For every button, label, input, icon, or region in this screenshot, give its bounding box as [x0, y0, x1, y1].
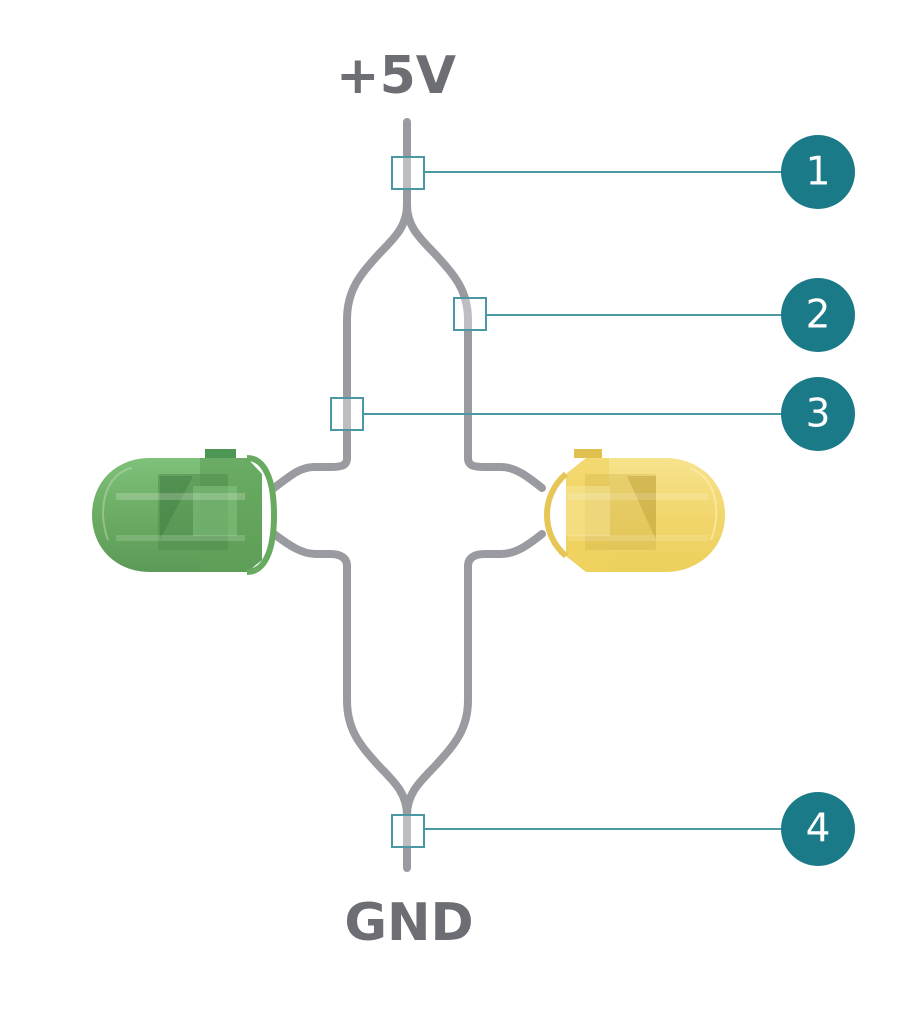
left-led-cathode-lead [270, 530, 351, 704]
left-led-anode-lead [270, 454, 351, 492]
callout-3: 3 [330, 377, 855, 451]
callout-2: 2 [453, 278, 855, 352]
callout-number-3: 3 [806, 392, 831, 437]
callout-badge-3 [781, 377, 855, 451]
supply-label: +5V [336, 46, 456, 106]
callout-badge-2 [781, 278, 855, 352]
probe-box-4 [391, 814, 425, 848]
ground-branch-right [403, 696, 472, 819]
ground-label: GND [344, 893, 473, 953]
callout-number-2: 2 [806, 293, 831, 338]
circuit-wires [270, 118, 546, 872]
supply-branch-right [403, 201, 472, 462]
green-led [92, 449, 278, 575]
callout-badge-4 [781, 792, 855, 866]
probe-box-2 [453, 297, 487, 331]
callout-number-4: 4 [806, 807, 831, 852]
callout-1: 1 [391, 135, 855, 209]
yellow-led [543, 449, 725, 572]
callout-number-1: 1 [806, 150, 831, 195]
probe-box-3 [330, 397, 364, 431]
supply-wire [343, 118, 411, 462]
callout-badge-1 [781, 135, 855, 209]
callout-4: 4 [391, 792, 855, 866]
right-led-anode-lead [464, 454, 546, 492]
right-led-cathode-lead [464, 530, 546, 704]
probe-box-1 [391, 156, 425, 190]
